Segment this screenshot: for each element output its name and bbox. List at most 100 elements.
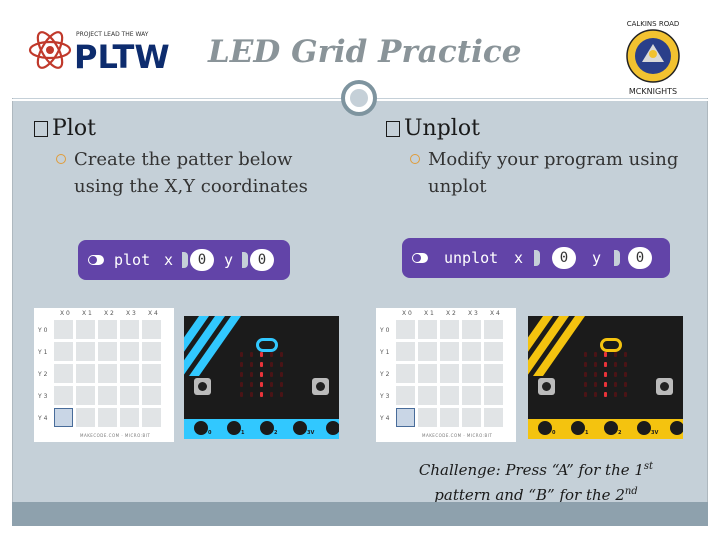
board-led (604, 382, 607, 387)
board-led (594, 382, 597, 387)
grid-cell[interactable] (440, 364, 459, 383)
grid-cell[interactable] (484, 364, 503, 383)
grid-cell[interactable] (462, 320, 481, 339)
grid-cell[interactable] (98, 364, 117, 383)
grid-cell[interactable] (440, 342, 459, 361)
grid-cell[interactable] (98, 342, 117, 361)
grid-cell-selected[interactable] (396, 408, 415, 427)
grid-cell[interactable] (484, 386, 503, 405)
board-led (280, 372, 283, 377)
logo-wordmark: PLTW (74, 38, 170, 76)
grid-cell[interactable] (54, 320, 73, 339)
grid-cell[interactable] (76, 386, 95, 405)
grid-cell[interactable] (76, 364, 95, 383)
grid-cell[interactable] (396, 342, 415, 361)
grid-row-label: Y 4 (38, 415, 48, 422)
grid-cell[interactable] (120, 386, 139, 405)
board-led (604, 372, 607, 377)
board-led (240, 352, 243, 357)
grid-cell[interactable] (76, 342, 95, 361)
board-led (280, 352, 283, 357)
grid-cell[interactable] (98, 320, 117, 339)
grid-cell[interactable] (440, 320, 459, 339)
page-title: LED Grid Practice (208, 34, 522, 70)
grid-row-label: Y 4 (380, 415, 390, 422)
slot-notch (242, 252, 248, 268)
button-a[interactable] (194, 378, 211, 395)
grid-column-label: X 0 (402, 310, 412, 317)
heading-unplot-label: Unplot (404, 116, 480, 141)
board-led (250, 352, 253, 357)
board-led (260, 372, 263, 377)
grid-cell[interactable] (462, 364, 481, 383)
grid-cell[interactable] (396, 386, 415, 405)
grid-cell[interactable] (484, 408, 503, 427)
slot-notch (182, 252, 188, 268)
grid-cell[interactable] (462, 386, 481, 405)
grid-cell[interactable] (120, 408, 139, 427)
board-led (260, 352, 263, 357)
board-led (270, 392, 273, 397)
grid-column-label: X 0 (60, 310, 70, 317)
grid-cell[interactable] (120, 320, 139, 339)
unplot-block[interactable]: unplot x 0 y 0 (402, 238, 670, 278)
board-pad-label: 3V (651, 430, 659, 436)
grid-footer: MAKECODE.COM · MICRO:BIT (80, 433, 151, 438)
grid-cell[interactable] (484, 342, 503, 361)
grid-cell[interactable] (98, 408, 117, 427)
plot-block[interactable]: plot x 0 y 0 (78, 240, 290, 280)
grid-cell[interactable] (418, 386, 437, 405)
grid-cell[interactable] (418, 408, 437, 427)
grid-cell[interactable] (54, 342, 73, 361)
board-led (280, 362, 283, 367)
grid-cell[interactable] (142, 342, 161, 361)
grid-cell[interactable] (440, 408, 459, 427)
board-led (584, 382, 587, 387)
board-led (624, 352, 627, 357)
grid-cell[interactable] (142, 320, 161, 339)
grid-cell[interactable] (120, 342, 139, 361)
grid-cell[interactable] (76, 320, 95, 339)
button-b[interactable] (656, 378, 673, 395)
board-led (240, 362, 243, 367)
grid-cell[interactable] (396, 364, 415, 383)
plot-block-x-label: x (164, 251, 174, 269)
grid-cell[interactable] (440, 386, 459, 405)
grid-row-label: Y 1 (380, 349, 390, 356)
board-led (624, 372, 627, 377)
plot-block-y-label: y (224, 251, 234, 269)
board-led (614, 352, 617, 357)
grid-cell[interactable] (418, 342, 437, 361)
grid-cell[interactable] (76, 408, 95, 427)
grid-cell[interactable] (142, 408, 161, 427)
grid-cell[interactable] (462, 342, 481, 361)
grid-cell[interactable] (54, 364, 73, 383)
board-led (584, 392, 587, 397)
pltw-logo: PROJECT LEAD THE WAY PLTW (28, 20, 198, 80)
button-a[interactable] (538, 378, 555, 395)
grid-cell[interactable] (142, 386, 161, 405)
board-pad (258, 419, 276, 437)
plot-x-input[interactable]: 0 (190, 249, 214, 271)
plot-y-input[interactable]: 0 (250, 249, 274, 271)
board-led (280, 382, 283, 387)
grid-cell[interactable] (484, 320, 503, 339)
challenge-part1: Challenge: Press “A” for the 1 (418, 461, 644, 479)
board-logo-icon (600, 338, 622, 352)
grid-cell[interactable] (418, 364, 437, 383)
unplot-x-input[interactable]: 0 (552, 247, 576, 269)
grid-cell[interactable] (418, 320, 437, 339)
grid-row-label: Y 3 (380, 393, 390, 400)
grid-cell[interactable] (462, 408, 481, 427)
grid-cell[interactable] (120, 364, 139, 383)
board-led (624, 382, 627, 387)
board-led (594, 352, 597, 357)
unplot-y-input[interactable]: 0 (628, 247, 652, 269)
button-b[interactable] (312, 378, 329, 395)
grid-cell[interactable] (142, 364, 161, 383)
grid-cell[interactable] (54, 386, 73, 405)
grid-cell-selected[interactable] (54, 408, 73, 427)
grid-cell[interactable] (98, 386, 117, 405)
grid-cell[interactable] (396, 320, 415, 339)
